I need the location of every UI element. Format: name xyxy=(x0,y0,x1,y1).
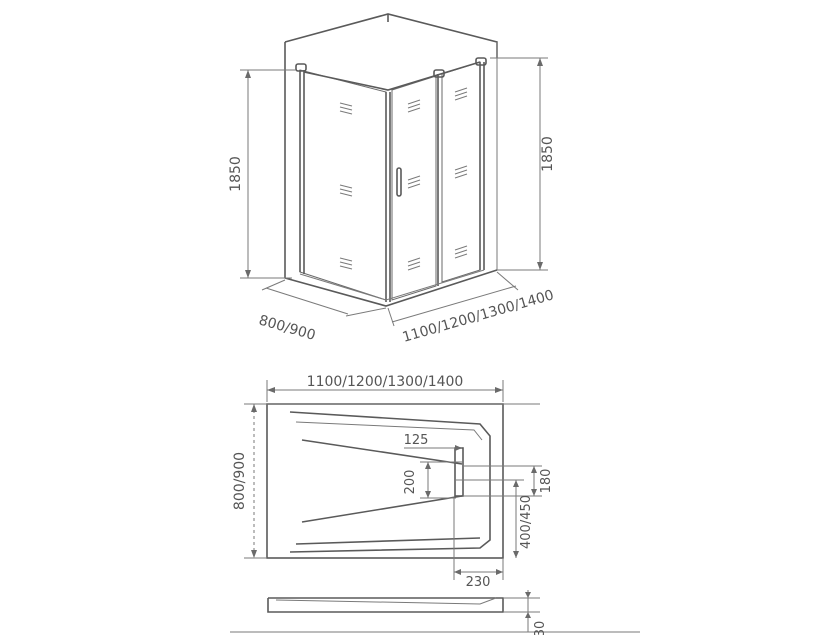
shower-tray-front xyxy=(284,269,498,307)
height-right-label: 1850 xyxy=(540,136,556,172)
dim-200-label: 200 xyxy=(403,470,418,495)
tray-inner-rim xyxy=(289,411,491,553)
tray-plan-view: 1100/1200/1300/1400 800/900 125 200 180 xyxy=(232,374,554,590)
back-wall-outline xyxy=(284,13,498,58)
drain-channel xyxy=(454,447,464,497)
height-dimension-right: 1850 xyxy=(490,57,556,271)
side-height-label: 30 xyxy=(533,621,548,635)
width-dimension: 1100/1200/1300/1400 xyxy=(387,271,556,346)
right-top-bracket xyxy=(475,57,487,66)
tray-inner-rim-2 xyxy=(295,421,483,441)
top-rail xyxy=(303,61,481,91)
shower-tray-inner xyxy=(299,269,485,301)
depth-label: 800/900 xyxy=(257,312,317,343)
height-left-label: 1850 xyxy=(228,156,244,192)
slope-line-top xyxy=(301,439,463,465)
height-dimension-left: 1850 xyxy=(228,69,296,279)
slope-line-bottom xyxy=(301,495,463,523)
glass-markings xyxy=(339,87,468,271)
tray-side-slope xyxy=(275,597,497,605)
dim-400-label: 400/450 xyxy=(519,495,534,549)
plan-width-label: 1100/1200/1300/1400 xyxy=(307,374,464,390)
door-handle xyxy=(396,167,402,197)
slope-line-base xyxy=(295,537,481,545)
dimension-arrowheads xyxy=(245,58,543,618)
dim-125-label: 125 xyxy=(404,433,429,448)
left-top-bracket xyxy=(295,63,307,72)
tray-side-view: 30 xyxy=(230,590,640,635)
dim-180-label: 180 xyxy=(539,469,554,494)
depth-dimension: 800/900 xyxy=(257,279,387,344)
dim-230-label: 230 xyxy=(466,575,491,590)
plan-depth-label: 800/900 xyxy=(232,452,248,510)
shower-enclosure-3d-view: 1850 1850 800/900 1100/1200/1300/1400 xyxy=(228,13,556,346)
width-label: 1100/1200/1300/1400 xyxy=(401,287,556,346)
left-glass-panel xyxy=(299,69,387,301)
tray-outline xyxy=(266,403,504,559)
